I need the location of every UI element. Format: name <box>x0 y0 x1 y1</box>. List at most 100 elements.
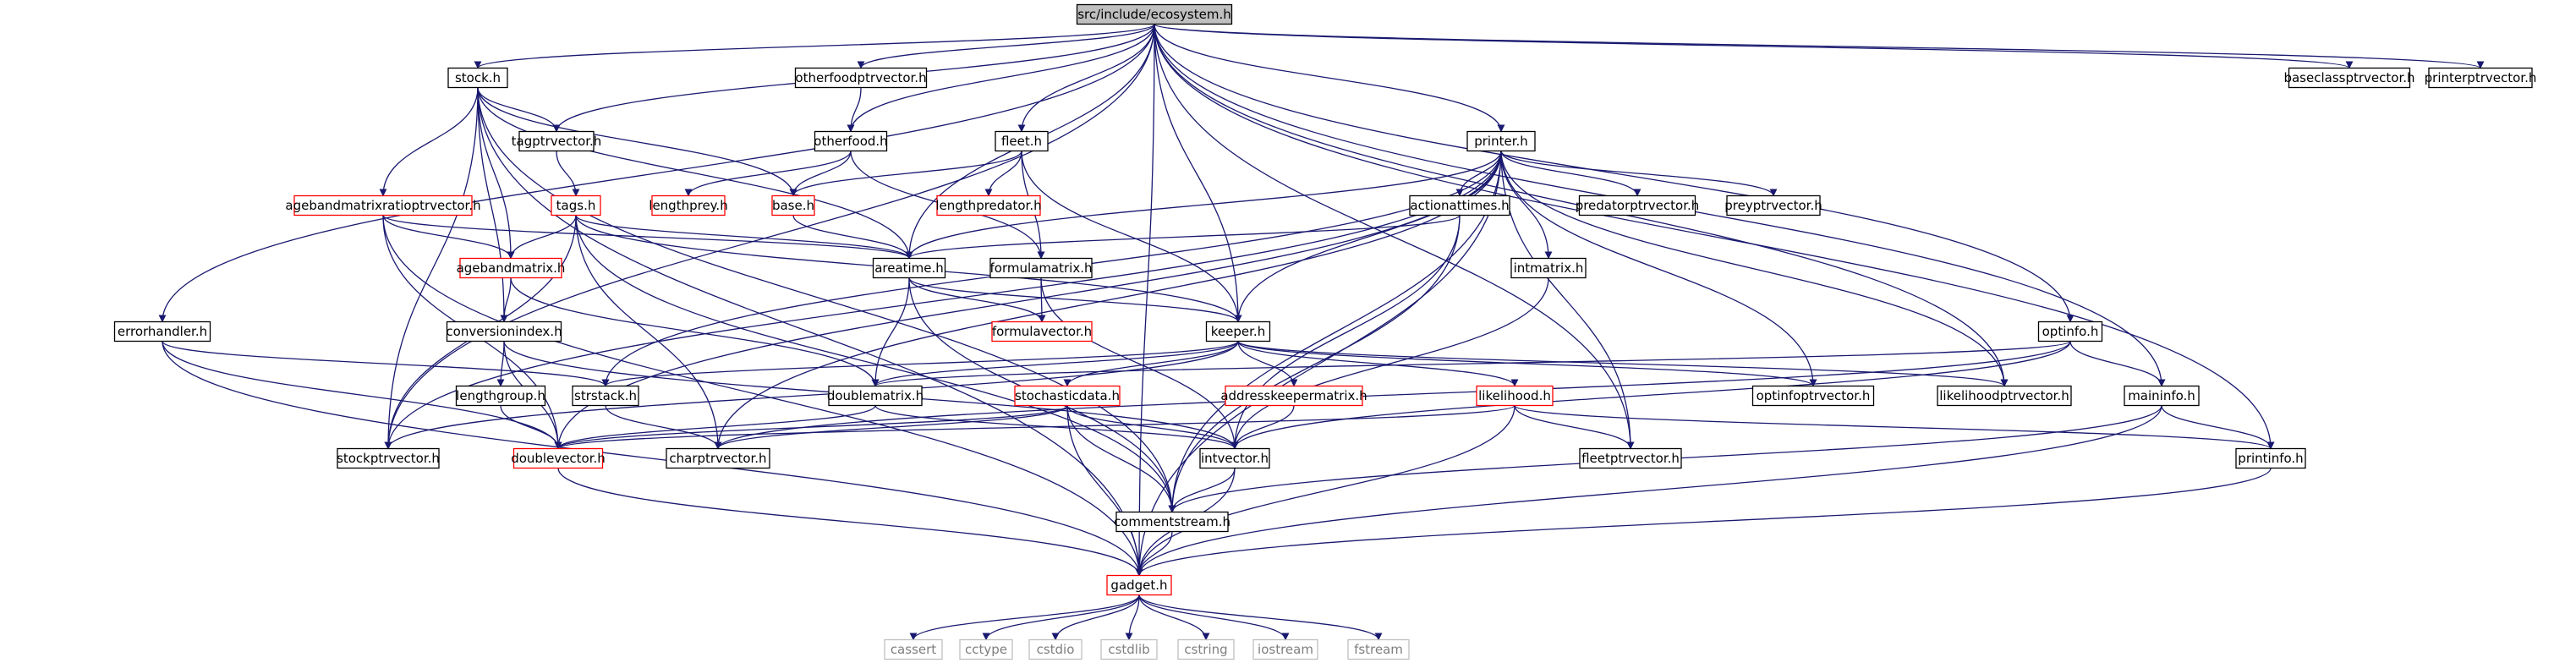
node-agebandmatrix-h[interactable]: agebandmatrix.h <box>457 257 566 279</box>
edge-root-to-keeper <box>1154 24 1242 323</box>
edge-printinfo-to-gadget <box>1135 468 2272 577</box>
edge-tags-to-charptrvector <box>575 215 722 450</box>
node-tagptrvector-h[interactable]: tagptrvector.h <box>512 130 602 152</box>
node-box <box>572 385 639 407</box>
node-baseclassptrvector-h[interactable]: baseclassptrvector.h <box>2283 67 2415 89</box>
edge-stock-to-conversionindex <box>477 87 508 323</box>
node-box <box>1100 638 1158 660</box>
edge-doublematrix-to-doublevector <box>554 405 876 450</box>
node-box <box>512 447 604 469</box>
node-formulamatrix-h[interactable]: formulamatrix.h <box>989 257 1093 279</box>
node-label: addresskeepermatrix.h <box>1220 388 1367 403</box>
node-formulavector-h[interactable]: formulavector.h <box>991 321 1093 342</box>
node-box <box>1726 195 1821 216</box>
node-errorhandler-h[interactable]: errorhandler.h <box>113 321 211 342</box>
node-tags-h[interactable]: tags.h <box>551 195 601 216</box>
node-box <box>113 321 211 342</box>
edge-intvector-to-commentstream <box>1168 468 1236 513</box>
edge-tags-to-commentstream <box>575 215 1176 513</box>
node-label: stock.h <box>455 70 501 85</box>
node-lengthprey-h[interactable]: lengthprey.h <box>649 195 728 216</box>
node-box <box>293 195 473 216</box>
edge-tagptrvector-to-tags <box>556 151 580 197</box>
edge-optinfo-to-doublematrix <box>871 340 2071 387</box>
node-base-h[interactable]: base.h <box>771 195 815 216</box>
node-box <box>1252 638 1318 660</box>
node-stock-h[interactable]: stock.h <box>447 67 508 89</box>
node-label: printerptrvector.h <box>2425 70 2537 85</box>
node-cstring: cstring <box>1177 638 1235 660</box>
node-preyptrvector-h[interactable]: preyptrvector.h <box>1724 195 1822 216</box>
node-label: stochasticdata.h <box>1015 388 1120 403</box>
edge-strstack-to-charptrvector <box>605 405 722 450</box>
node-src-include-ecosystem-h[interactable]: src/include/ecosystem.h <box>1076 3 1233 25</box>
node-doublevector-h[interactable]: doublevector.h <box>511 447 606 469</box>
edge-root-to-printinfo <box>1154 24 2275 450</box>
node-box <box>446 321 562 342</box>
edge-keeper-to-stochasticdata <box>1063 341 1239 387</box>
node-label: otherfoodptrvector.h <box>795 70 926 85</box>
node-fleetptrvector-h[interactable]: fleetptrvector.h <box>1579 447 1682 469</box>
node-addresskeepermatrix-h[interactable]: addresskeepermatrix.h <box>1220 385 1367 407</box>
edge-printer-to-commentstream <box>1168 151 1502 513</box>
node-otherfoodptrvector-h[interactable]: otherfoodptrvector.h <box>794 67 928 89</box>
edge-root-to-stock <box>474 23 1155 69</box>
node-printerptrvector-h[interactable]: printerptrvector.h <box>2425 67 2537 89</box>
node-box <box>1225 385 1363 407</box>
node-box <box>1578 195 1696 216</box>
node-charptrvector-h[interactable]: charptrvector.h <box>666 447 770 469</box>
edge-actionattimes-to-commentstream <box>1168 215 1461 513</box>
node-label: lengthpredator.h <box>935 198 1041 213</box>
edge-root-to-otherfood <box>847 24 1155 133</box>
node-likelihood-h[interactable]: likelihood.h <box>1476 385 1554 407</box>
node-stochasticdata-h[interactable]: stochasticdata.h <box>1014 385 1121 407</box>
node-printer-h[interactable]: printer.h <box>1466 130 1536 152</box>
node-box <box>1751 385 1875 407</box>
node-fleet-h[interactable]: fleet.h <box>995 130 1049 152</box>
node-box <box>1199 447 1270 469</box>
node-doublematrix-h[interactable]: doublematrix.h <box>827 385 924 407</box>
node-lengthpredator-h[interactable]: lengthpredator.h <box>935 195 1042 216</box>
node-box <box>936 195 1041 216</box>
node-strstack-h[interactable]: strstack.h <box>572 385 639 407</box>
node-label: agebandmatrixratioptrvector.h <box>285 198 480 213</box>
node-maininfo-h[interactable]: maininfo.h <box>2124 385 2200 407</box>
node-printinfo-h[interactable]: printinfo.h <box>2235 447 2306 469</box>
edge-printer-to-areatime <box>905 151 1502 260</box>
edge-printer-to-gadget <box>1135 151 1502 577</box>
edge-printer-to-optinfoptrvector <box>1500 151 1817 387</box>
node-box <box>1205 321 1271 342</box>
edge-stock-to-gadget <box>477 87 1143 577</box>
node-otherfood-h[interactable]: otherfood.h <box>814 130 888 152</box>
node-intvector-h[interactable]: intvector.h <box>1199 447 1270 469</box>
node-cstdio: cstdio <box>1028 638 1082 660</box>
edge-agebandmatrixratioptrvector-to-gadget <box>382 215 1143 577</box>
node-lengthgroup-h[interactable]: lengthgroup.h <box>455 385 546 407</box>
node-likelihoodptrvector-h[interactable]: likelihoodptrvector.h <box>1937 385 2072 407</box>
edge-gadget-to-cstring <box>1138 595 1210 641</box>
node-conversionindex-h[interactable]: conversionindex.h <box>446 321 562 342</box>
node-label: cstring <box>1184 642 1227 657</box>
node-predatorptrvector-h[interactable]: predatorptrvector.h <box>1576 195 1700 216</box>
node-agebandmatrixratioptrvector-h[interactable]: agebandmatrixratioptrvector.h <box>285 195 481 216</box>
node-gadget-h[interactable]: gadget.h <box>1106 574 1172 596</box>
node-optinfoptrvector-h[interactable]: optinfoptrvector.h <box>1751 385 1875 407</box>
node-intmatrix-h[interactable]: intmatrix.h <box>1510 257 1587 279</box>
node-stockptrvector-h[interactable]: stockptrvector.h <box>337 447 440 469</box>
node-optinfo-h[interactable]: optinfo.h <box>2037 321 2103 342</box>
node-actionattimes-h[interactable]: actionattimes.h <box>1409 195 1510 216</box>
node-keeper-h[interactable]: keeper.h <box>1205 321 1271 342</box>
edge-keeper-to-likelihoodptrvector <box>1237 340 2009 387</box>
edge-base-to-areatime <box>792 215 913 260</box>
edge-areatime-to-formulavector <box>908 277 1046 323</box>
node-box <box>1076 3 1233 25</box>
node-box <box>1510 257 1587 279</box>
node-iostream: iostream <box>1252 638 1318 660</box>
edge-intmatrix-to-intvector <box>1230 277 1549 450</box>
edge-root-to-baseclassptrvector <box>1154 23 2354 69</box>
edge-printer-to-predatorptrvector <box>1500 151 1642 197</box>
node-areatime-h[interactable]: areatime.h <box>872 257 946 279</box>
node-commentstream-h[interactable]: commentstream.h <box>1114 511 1230 533</box>
edge-keeper-to-optinfoptrvector <box>1237 340 1817 387</box>
node-cctype: cctype <box>959 638 1013 660</box>
